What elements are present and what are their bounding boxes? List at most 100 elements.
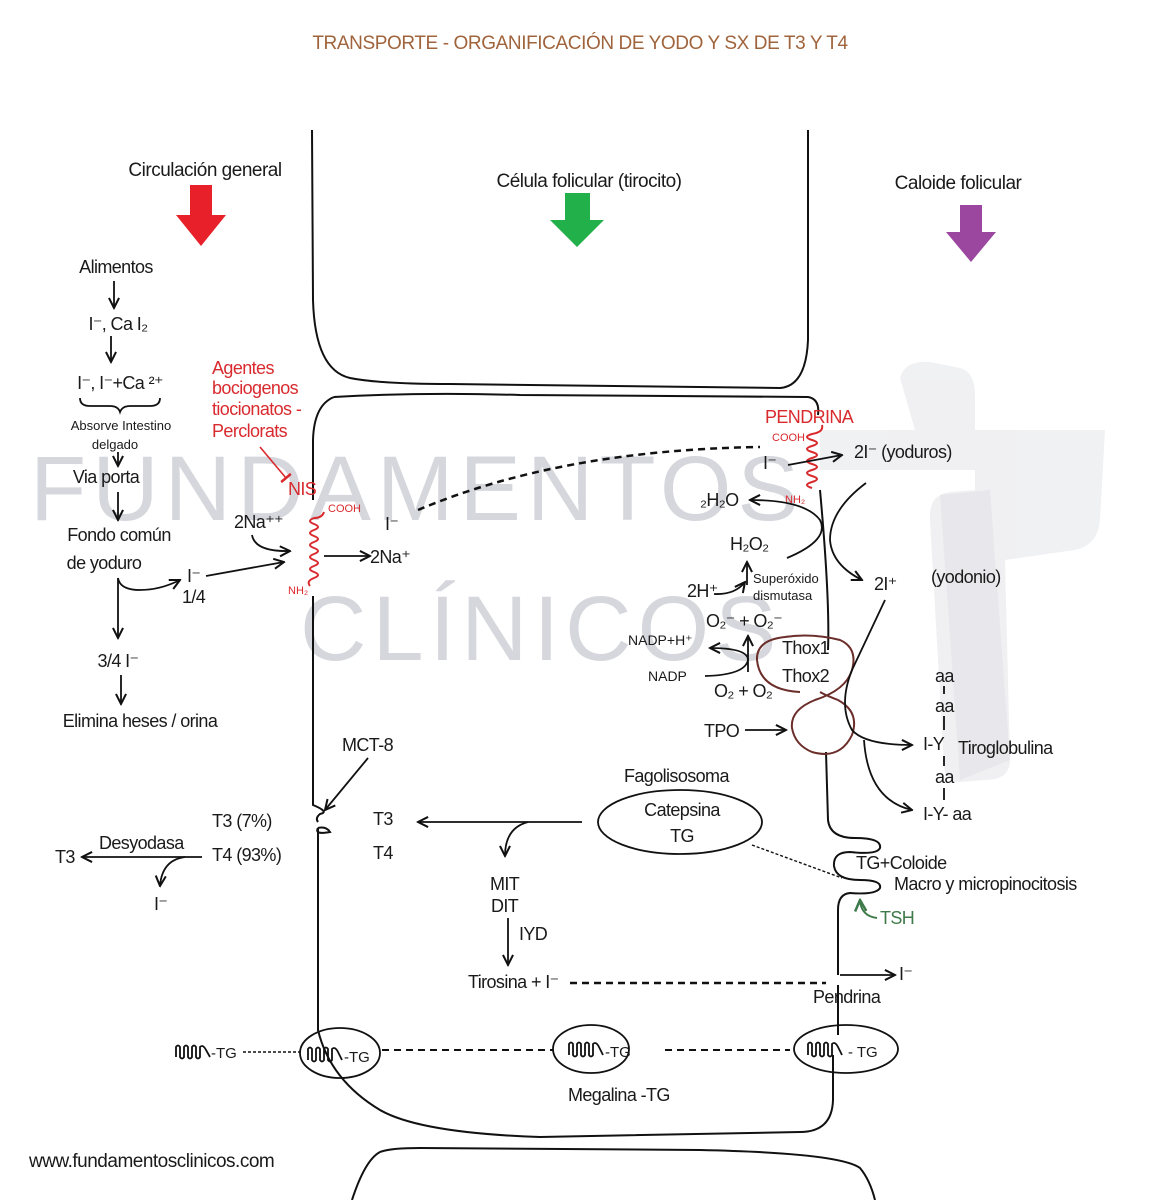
arrow-nadph bbox=[710, 648, 749, 661]
megalin-tg-1: -TG bbox=[344, 1049, 370, 1066]
megalin-receptor-3 bbox=[793, 1024, 899, 1074]
t3-percent: T3 (7%) bbox=[212, 811, 272, 831]
h2o2-label: H₂O₂ bbox=[730, 534, 769, 554]
t4-percent: T4 (93%) bbox=[212, 845, 281, 865]
tg-coil-icon bbox=[307, 1046, 343, 1063]
quarter-fraction: 1/4 bbox=[182, 587, 206, 607]
yoduros-label: 2I⁻ (yoduros) bbox=[854, 442, 952, 462]
absorve-line1: Absorve Intestino bbox=[71, 418, 171, 433]
footer-url[interactable]: www.fundamentosclinicos.com bbox=[28, 1151, 275, 1172]
caloide-arrow-icon bbox=[946, 205, 996, 262]
tpo-label: TPO bbox=[704, 721, 740, 741]
arrow-to-iy bbox=[844, 599, 912, 745]
nis-cooh: COOH bbox=[328, 503, 361, 515]
thox2-label: Thox2 bbox=[782, 666, 830, 686]
fondo-line2: de yoduro bbox=[67, 553, 142, 573]
superoxide-label: O₂⁻ + O₂⁻ bbox=[706, 611, 782, 631]
arrow-yoduros-to-yodonio bbox=[829, 482, 867, 580]
lysosome-tg-label: TG bbox=[670, 826, 694, 846]
three-quarter-iodide: 3/4 I⁻ bbox=[98, 651, 139, 671]
iyd-label: IYD bbox=[519, 924, 548, 944]
iodide-cai2-label: I⁻, Ca I₂ bbox=[88, 314, 148, 334]
thox1-label: Thox1 bbox=[782, 638, 830, 658]
tg-coil-icon bbox=[175, 1044, 211, 1060]
fondo-line1: Fondo común bbox=[67, 525, 170, 545]
watermark-line1: FUNDAMENTOS bbox=[30, 438, 805, 540]
inhibitor-line4: Perclorats bbox=[212, 421, 288, 441]
endocytosis-link-dotted bbox=[751, 844, 843, 879]
basal-membrane-mid bbox=[312, 596, 325, 823]
proton-label: 2H⁺ bbox=[687, 581, 718, 601]
watermark-line2: CLÍNICOS bbox=[300, 578, 783, 680]
tg-aa1: aa bbox=[935, 666, 955, 686]
megalina-label: Megalina -TG bbox=[568, 1085, 670, 1105]
via-porta-label: Via porta bbox=[73, 467, 141, 487]
pendrina-cooh: COOH bbox=[772, 432, 805, 444]
watermark-logo bbox=[820, 361, 1105, 782]
arrow-quarter-to-nis bbox=[205, 562, 284, 577]
apical-top-membrane bbox=[333, 392, 820, 416]
pendrina-basal-label: Pendrina bbox=[813, 987, 882, 1007]
arrow-to-quarter bbox=[117, 577, 180, 591]
tsh-arrow bbox=[860, 900, 878, 919]
header-caloide: Caloide folicular bbox=[895, 173, 1023, 194]
header-celula: Célula folicular (tirocito) bbox=[496, 171, 681, 192]
tsh-label: TSH bbox=[880, 908, 914, 928]
iodide-out: I⁻ bbox=[899, 964, 912, 984]
oxygen-label: O₂ + O₂ bbox=[714, 681, 773, 701]
thox-tpo-enzyme bbox=[755, 634, 856, 755]
t3-cell: T3 bbox=[373, 809, 393, 829]
sodium-in: 2Na⁺⁺ bbox=[234, 512, 283, 532]
arrow-to-mit bbox=[505, 821, 529, 856]
arrow-pendrina bbox=[787, 455, 842, 466]
nadp-line bbox=[704, 659, 749, 677]
desyodasa-label: Desyodasa bbox=[99, 833, 185, 853]
mit-label: MIT bbox=[490, 874, 520, 894]
absorption-brace bbox=[79, 397, 161, 415]
lower-cell-membrane bbox=[351, 1146, 876, 1200]
arrow-sodium-in bbox=[251, 534, 290, 551]
arrow-to-iyaa bbox=[863, 739, 912, 810]
yodonio-label: (yodonio) bbox=[931, 567, 1001, 587]
pendrina-iodide: I⁻ bbox=[763, 453, 776, 473]
nis-label: NIS bbox=[288, 479, 317, 499]
arrow-h2o2-to-water bbox=[750, 500, 823, 559]
sod-line1: Superóxido bbox=[753, 571, 819, 586]
fagolisosoma-vesicle bbox=[597, 789, 763, 855]
pendrina-coil-icon bbox=[806, 424, 824, 489]
dit-label: DIT bbox=[491, 896, 519, 916]
tg-iyaa: I-Y- aa bbox=[923, 804, 973, 824]
megalin-tg-2: -TG bbox=[605, 1044, 631, 1061]
celula-arrow-icon bbox=[550, 193, 604, 247]
elimina-label: Elimina heses / orina bbox=[63, 711, 219, 731]
alimentos-label: Alimentos bbox=[79, 257, 153, 277]
megalin-tg-3: - TG bbox=[848, 1044, 878, 1061]
page-title: TRANSPORTE - ORGANIFICACIÓN DE YODO Y SX… bbox=[312, 32, 848, 54]
inhibitor-line3: tiocionatos - bbox=[212, 399, 302, 419]
tg-aa3: aa bbox=[935, 767, 955, 787]
megalin-receptor-2 bbox=[552, 1024, 630, 1074]
basal-membrane-top bbox=[312, 396, 335, 500]
circulacion-arrow-icon bbox=[176, 185, 226, 246]
basal-membrane-lower bbox=[316, 826, 834, 1139]
tg-coil-icon bbox=[568, 1041, 604, 1058]
nis-coil-icon bbox=[307, 511, 325, 587]
apical-membrane-upper bbox=[819, 489, 830, 651]
sodium-out: 2Na⁺ bbox=[370, 547, 410, 567]
sod-line2: dismutasa bbox=[753, 588, 813, 603]
tg-aa2: aa bbox=[935, 696, 955, 716]
nis-nh2: NH₂ bbox=[288, 585, 308, 597]
iodide-ca-label: I⁻, I⁻+Ca ²⁺ bbox=[77, 373, 163, 393]
iodide-transit-dashed bbox=[417, 445, 761, 512]
tirosina-label: Tirosina + I⁻ bbox=[468, 972, 559, 992]
absorve-line2: delgado bbox=[92, 437, 138, 452]
arrow-mct8 bbox=[325, 757, 369, 810]
tg-coloide-label: TG+Coloide bbox=[856, 853, 947, 873]
water-label: ₂H₂O bbox=[700, 490, 739, 510]
upper-cell-membrane bbox=[311, 129, 809, 390]
header-circulacion: Circulación general bbox=[128, 160, 281, 181]
nis-iodide: I⁻ bbox=[385, 514, 398, 534]
nadp-label: NADP bbox=[648, 668, 687, 684]
tg-free-label: -TG bbox=[211, 1045, 237, 1062]
megalin-receptor-1 bbox=[299, 1027, 381, 1079]
